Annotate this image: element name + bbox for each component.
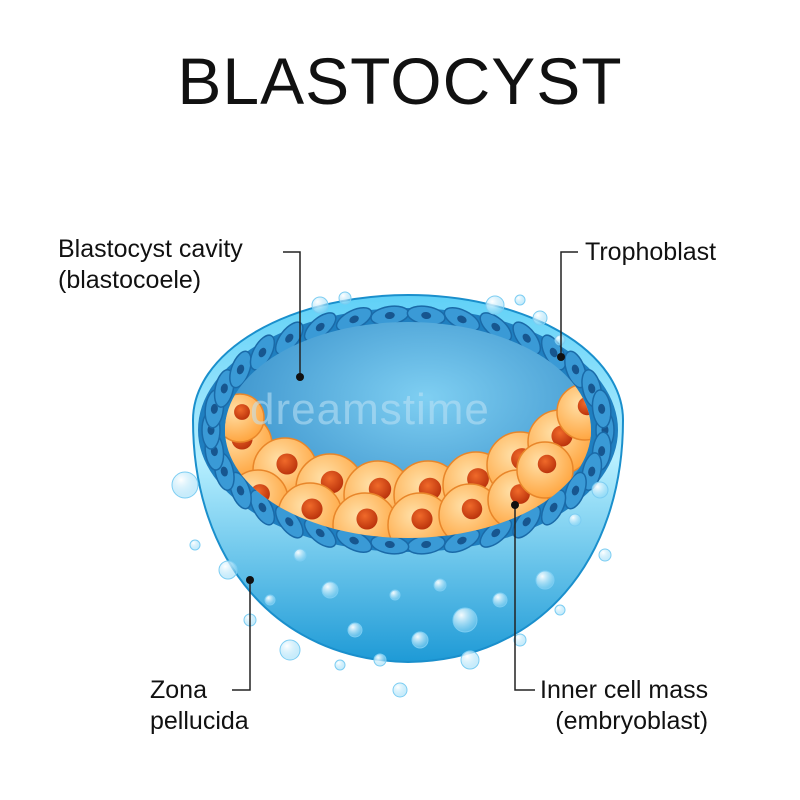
trophoblast-nucleus (315, 528, 325, 538)
icm-nucleus (461, 498, 483, 520)
bubble (460, 650, 480, 670)
bubble (189, 539, 201, 551)
label-trophoblast: Trophoblast (585, 238, 717, 266)
bubble (492, 592, 508, 608)
trophoblast-nucleus (598, 446, 606, 457)
trophoblast-nucleus (220, 466, 228, 477)
bubbles (171, 291, 612, 698)
pointer-dot-zona (246, 576, 254, 584)
icm-nucleus (356, 508, 378, 530)
trophoblast-cells (201, 305, 615, 555)
leader-line-cavity (283, 251, 301, 377)
pointer-dot-icm (511, 501, 519, 509)
trophoblast-nucleus (491, 528, 501, 538)
leader-line-trophoblast (560, 251, 578, 357)
bubble (513, 633, 527, 647)
bubble (568, 513, 582, 527)
icm-nucleus (537, 454, 557, 474)
bubble (279, 639, 301, 661)
bubble (311, 296, 329, 314)
trophoblast-nucleus (236, 364, 245, 375)
trophoblast-nucleus (285, 333, 294, 343)
trophoblast-nucleus (349, 536, 359, 545)
trophoblast-nucleus (571, 364, 580, 375)
trophoblast-nucleus (258, 502, 267, 513)
bubble (535, 570, 555, 590)
pointer-dot-cavity (296, 373, 304, 381)
trophoblast-nucleus (491, 322, 501, 332)
label-cavity-line2: (blastocoele) (58, 266, 202, 294)
trophoblast-nucleus (258, 347, 267, 358)
bubble (554, 334, 566, 346)
trophoblast-nucleus (236, 485, 245, 496)
bubble (334, 659, 346, 671)
trophoblast-nucleus (549, 502, 558, 513)
trophoblast-nucleus (588, 383, 596, 394)
label-zona-pellucida: Zona pellucida (150, 675, 249, 737)
bubble (532, 310, 548, 326)
trophoblast-nucleus (549, 347, 558, 358)
icm-nucleus (301, 498, 323, 520)
label-zona-line1: Zona (150, 676, 207, 704)
trophoblast-nucleus (598, 403, 606, 414)
bubble (485, 295, 505, 315)
bubble (411, 631, 429, 649)
trophoblast-nucleus (457, 315, 467, 324)
leader-line-zona (232, 580, 251, 691)
bubble (373, 653, 387, 667)
trophoblast-nucleus (588, 466, 596, 477)
trophoblast-nucleus (457, 536, 467, 545)
bubble (218, 560, 238, 580)
pointer-dot-trophoblast (557, 353, 565, 361)
trophoblast-nucleus (285, 517, 294, 527)
bubble (598, 548, 612, 562)
icm-nucleus (234, 404, 250, 420)
trophoblast-nucleus (315, 322, 325, 332)
label-inner-cell-mass: Inner cell mass (embryoblast) (540, 675, 708, 737)
label-blastocyst-cavity: Blastocyst cavity (blastocoele) (58, 234, 243, 296)
label-zona-line2: pellucida (150, 707, 249, 735)
trophoblast-nucleus (522, 333, 531, 343)
bubble (338, 291, 352, 305)
bubble (321, 581, 339, 599)
bubble (514, 294, 526, 306)
trophoblast-nucleus (210, 403, 218, 414)
diagram-title: BLASTOCYST (177, 44, 623, 118)
bubble (591, 481, 609, 499)
icm-nucleus (276, 453, 298, 475)
icm-nucleus (411, 508, 433, 530)
trophoblast-nucleus (522, 517, 531, 527)
trophoblast-nucleus (349, 315, 359, 324)
trophoblast-nucleus (220, 383, 228, 394)
bubble (264, 594, 276, 606)
bubble (389, 589, 401, 601)
trophoblast-nucleus (421, 311, 432, 320)
bubble (347, 622, 363, 638)
label-cavity-line1: Blastocyst cavity (58, 235, 243, 263)
bubble (293, 548, 307, 562)
bubble (433, 578, 447, 592)
bubble (171, 471, 199, 499)
watermark-text: dreamstime (250, 385, 490, 434)
trophoblast-nucleus (421, 540, 432, 549)
bubble (392, 682, 408, 698)
label-icm-line2: (embryoblast) (555, 707, 709, 735)
trophoblast-nucleus (384, 311, 395, 320)
label-icm-line1: Inner cell mass (540, 676, 709, 704)
trophoblast-nucleus (384, 540, 395, 549)
bubble (554, 604, 566, 616)
leader-line-icm (514, 505, 535, 691)
trophoblast-nucleus (571, 485, 580, 496)
bubble (452, 607, 478, 633)
